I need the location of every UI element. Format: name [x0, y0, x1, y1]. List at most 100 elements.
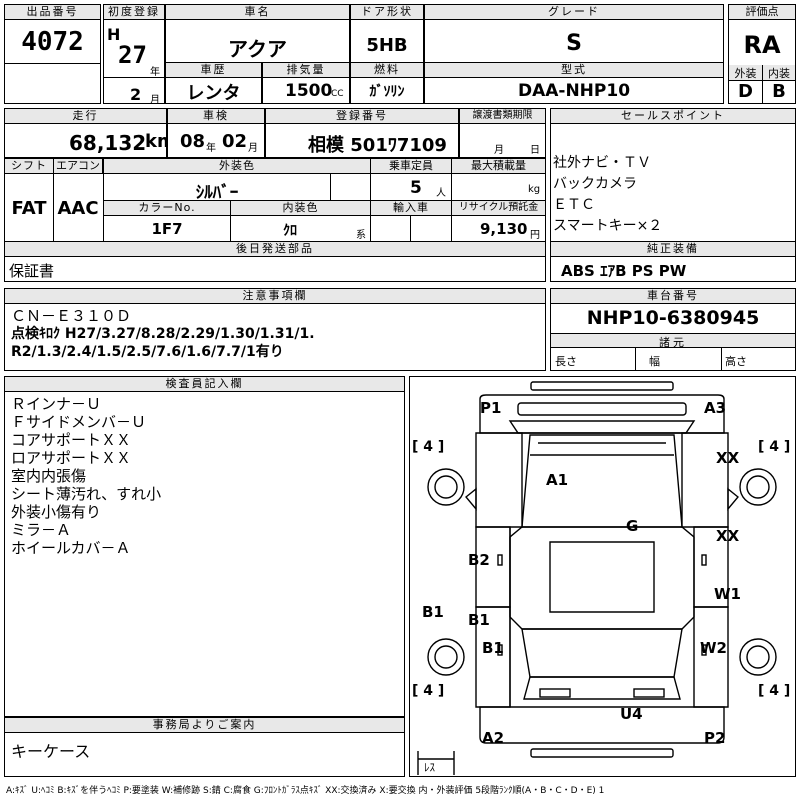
reg-year-unit: 年 — [150, 67, 160, 78]
width-label: 幅 — [649, 355, 660, 368]
int-color-value: ｸﾛ — [283, 223, 297, 239]
inspection-box: 車検 08 年 02 月 — [167, 108, 265, 158]
tire-fr: [ 4 ] — [758, 439, 791, 455]
interior-score: B — [772, 81, 786, 102]
mileage-box: 走行 68,132 km — [4, 108, 176, 158]
shift-value: FAT — [11, 198, 47, 219]
score-value: RA — [743, 31, 781, 59]
exterior-score: D — [738, 81, 753, 102]
int-color-label: 内装色 — [230, 200, 371, 216]
tire-rr-value: 4 — [769, 683, 780, 699]
genuine-equipment-box: 純正装備 ABS ｴｱB PS PW — [550, 241, 796, 282]
door-label: ドア形状 — [351, 5, 423, 20]
tire-rl-value: 4 — [423, 683, 434, 699]
damage-mark-g: G — [626, 517, 639, 535]
lot-number: 4072 — [21, 27, 84, 57]
grade-label: グレード — [425, 5, 723, 20]
score-box: 評価点 RA 外装 内装 D B — [728, 4, 796, 104]
int-color-unit: 系 — [356, 230, 366, 241]
inspector-label: 検査員記入欄 — [5, 377, 404, 392]
inspection-year: 08 — [180, 131, 206, 152]
grade-box: グレード S — [424, 4, 724, 64]
mileage-label: 走行 — [5, 109, 166, 124]
era: H — [107, 25, 121, 44]
damage-mark-b2: B2 — [468, 551, 490, 569]
recycle-unit: 円 — [530, 230, 540, 241]
history-box: 車歴 レンタ — [165, 62, 262, 104]
ac-label: エアコン — [53, 158, 103, 174]
ac-value: AAC — [57, 198, 99, 219]
notes-text: ＣＮ－Ｅ３１０Ｄ 点検ｷﾛｸ H27/3.27/8.28/2.29/1.30/1… — [11, 307, 315, 361]
inspection-month: 02 — [222, 131, 248, 152]
inspector-line: シート薄汚れ、すれ小 — [11, 485, 162, 503]
car-name: アクア — [228, 37, 287, 61]
door-box: ドア形状 5HB — [350, 4, 424, 64]
notes-box: 注意事項欄 ＣＮ－Ｅ３１０Ｄ 点検ｷﾛｸ H27/3.27/8.28/2.29/… — [4, 288, 546, 371]
notes-line: ＣＮ－Ｅ３１０Ｄ — [11, 307, 132, 325]
grade-value: S — [566, 31, 582, 56]
inspector-box: 検査員記入欄 Ｒインナ－Ｕ Ｆサイドメンバ－Ｕ コアサポートＸＸ ロアサポートＸ… — [4, 376, 405, 717]
inspection-year-unit: 年 — [206, 143, 216, 154]
first-registration-box: 初度登録 H 27 年 2 月 — [103, 4, 165, 106]
import-label: 輸入車 — [370, 200, 452, 216]
damage-mark-b1: B1 — [468, 611, 490, 629]
displacement-unit: CC — [331, 89, 344, 99]
height-label: 高さ — [725, 355, 747, 368]
damage-diagram: P1 A3 A1 G XX XX B2 B1 B1 B1 W1 W2 U4 A2… — [409, 376, 796, 777]
capacity-value: 5 — [410, 178, 422, 198]
car-outline-drawing — [417, 381, 777, 775]
mileage-value: 68,132 — [69, 131, 147, 155]
notes-label: 注意事項欄 — [5, 289, 545, 304]
fuel-value: ｶﾞｿﾘﾝ — [369, 84, 405, 100]
ext-color-label: 外装色 — [103, 158, 371, 174]
reg-year: 27 — [118, 41, 147, 69]
reg-month-unit: 月 — [150, 95, 160, 106]
tire-rr: [ 4 ] — [758, 683, 791, 699]
inspector-line: 外装小傷有り — [11, 503, 102, 521]
genuine-equipment-label: 純正装備 — [551, 242, 795, 257]
sales-point-item: スマートキー×２ — [553, 218, 663, 234]
genuine-equipment-value: ABS ｴｱB PS PW — [561, 262, 687, 280]
damage-mark-a2: A2 — [482, 729, 505, 747]
damage-mark-p2: P2 — [704, 729, 726, 747]
interior-label: 内装 — [763, 65, 795, 81]
sales-point-item: ＥＴＣ — [553, 197, 595, 213]
sales-point-item: バックカメラ — [553, 176, 637, 192]
reg-month: 2 — [130, 85, 142, 104]
lot-number-label: 出品番号 — [5, 5, 100, 20]
notes-line: R2/1.3/2.4/1.5/2.5/7.6/1.6/7.7/1有り — [11, 344, 284, 360]
tire-rl: [ 4 ] — [412, 683, 445, 699]
damage-mark-u4: U4 — [620, 705, 643, 723]
displacement-box: 排気量 1500 CC — [262, 62, 350, 104]
transfer-day-unit: 日 — [530, 145, 540, 156]
chassis-number: NHP10-6380945 — [586, 307, 760, 329]
fuel-label: 燃料 — [351, 63, 423, 78]
color-no-value: 1F7 — [151, 220, 183, 238]
recycle-value: 9,130 — [480, 220, 528, 238]
car-name-box: 車名 アクア — [165, 4, 350, 64]
later-parts-box: 後日発送部品 保証書 — [4, 241, 546, 282]
spare-tire: ﾚｽ — [424, 761, 435, 774]
displacement-label: 排気量 — [263, 63, 349, 78]
shift-label: シフト — [4, 158, 54, 174]
inspector-line: ミラ－Ａ — [11, 521, 72, 539]
recycle-label: リサイクル預託金 — [451, 200, 546, 216]
sales-points-label: セールスポイント — [551, 109, 795, 124]
car-name-label: 車名 — [166, 5, 349, 20]
inspector-line: Ｒインナ－Ｕ — [11, 395, 102, 413]
history-value: レンタ — [186, 83, 241, 104]
inspection-label: 車検 — [168, 109, 264, 124]
sales-points-list: 社外ナビ・ＴＶ バックカメラ ＥＴＣ スマートキー×２ — [553, 153, 662, 237]
door-value: 5HB — [366, 35, 408, 56]
sales-points-box: セールスポイント 社外ナビ・ＴＶ バックカメラ ＥＴＣ スマートキー×２ — [550, 108, 796, 242]
color-no-label: カラーNo. — [103, 200, 231, 216]
reg-number: 相模 501ﾜ7109 — [308, 135, 447, 156]
office-text: キーケース — [11, 742, 91, 761]
transfer-month-unit: 月 — [494, 145, 504, 156]
damage-mark-b1: B1 — [482, 639, 504, 657]
sales-point-item: 社外ナビ・ＴＶ — [553, 155, 651, 171]
tire-fr-value: 4 — [769, 439, 780, 455]
inspector-line: Ｆサイドメンバ－Ｕ — [11, 413, 147, 431]
score-label: 評価点 — [729, 5, 795, 20]
model-label: 型式 — [425, 63, 723, 78]
